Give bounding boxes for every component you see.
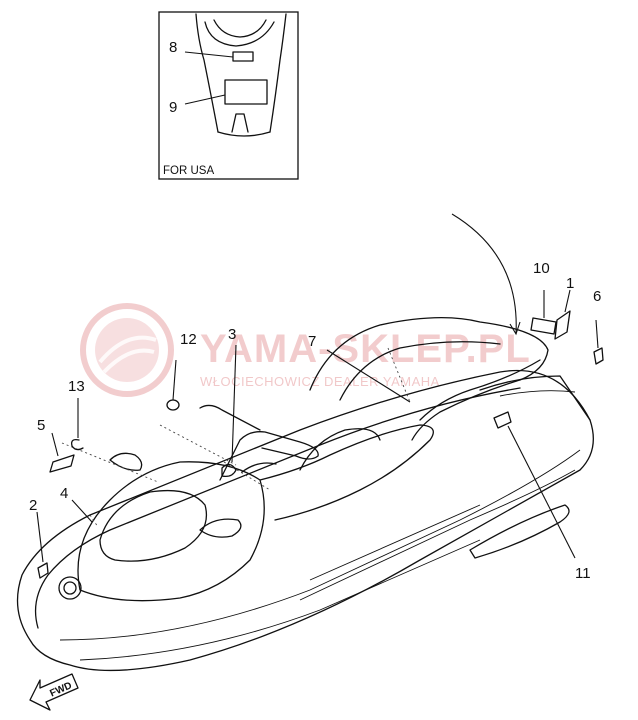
watermark-subtitle: WŁOCIECHOWICZ DEALER YAMAHA <box>200 374 440 389</box>
inset-frame <box>158 11 299 180</box>
callout-9: 9 <box>169 99 177 116</box>
callout-6: 6 <box>593 288 601 305</box>
watermark: YAMA-SKLEP.PL WŁOCIECHOWICZ DEALER YAMAH… <box>80 303 531 397</box>
decal-10-shape <box>530 317 557 335</box>
fwd-arrow-icon <box>29 673 79 711</box>
part-3-shape <box>221 463 237 478</box>
decal-9-shape <box>224 79 268 105</box>
part-shapes <box>37 310 604 579</box>
decal-5-shape <box>49 454 75 473</box>
decal-8-shape <box>232 51 254 62</box>
callout-labels: 8 9 10 1 6 12 3 7 13 5 4 2 11 <box>29 39 601 582</box>
callout-10: 10 <box>533 260 550 277</box>
callout-11: 11 <box>575 565 591 582</box>
callout-8: 8 <box>169 39 177 56</box>
leader-lines <box>36 213 599 563</box>
callout-3: 3 <box>228 326 236 343</box>
callout-7: 7 <box>308 333 316 350</box>
clip-13-shape <box>71 438 84 451</box>
watermark-logo-icon <box>80 303 174 397</box>
decal-1-shape <box>554 310 571 340</box>
callout-12: 12 <box>180 331 197 348</box>
grommet-12-shape <box>166 399 180 411</box>
callout-5: 5 <box>37 417 45 434</box>
inset-caption: FOR USA <box>163 165 214 177</box>
watermark-brand: YAMA-SKLEP.PL <box>200 327 531 371</box>
callout-13: 13 <box>68 378 85 395</box>
decal-2-shape <box>37 562 49 579</box>
forward-direction-arrow: FWD <box>29 673 79 711</box>
decal-6-shape <box>593 347 604 365</box>
callout-1: 1 <box>566 275 574 292</box>
watercraft-illustration <box>16 317 594 672</box>
decal-11-shape <box>493 411 512 429</box>
callout-2: 2 <box>29 497 37 514</box>
callout-4: 4 <box>60 485 68 502</box>
inset-usa: FOR USA <box>158 11 299 180</box>
